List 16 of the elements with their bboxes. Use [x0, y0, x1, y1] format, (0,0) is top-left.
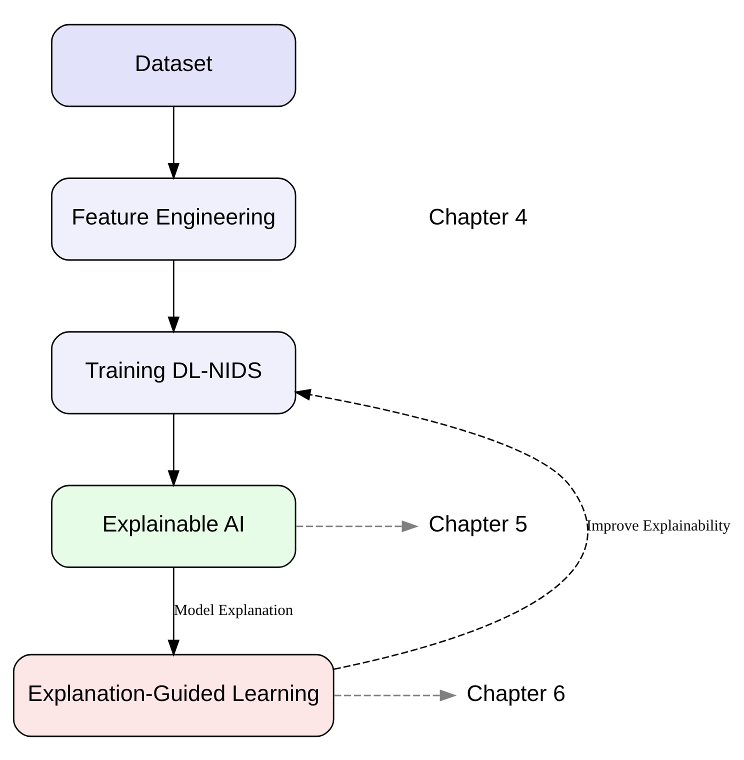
node-box: Dataset — [51, 23, 296, 107]
node-box: Training DL-NIDS — [51, 330, 296, 414]
node-box: Explainable AI — [51, 484, 296, 568]
arrow — [168, 413, 180, 487]
arrow — [296, 520, 419, 532]
node-box: Feature Engineering — [51, 177, 296, 260]
edge-label: Improve Explainability — [586, 516, 731, 534]
arrow — [168, 260, 180, 334]
arrow — [168, 567, 180, 656]
node-box: Explanation-Guided Learning — [12, 653, 334, 737]
arrow — [168, 106, 180, 180]
arrow — [294, 388, 588, 670]
arrow — [334, 689, 457, 701]
label: Chapter 4 — [428, 204, 528, 229]
node-text: Chapter 6 — [466, 680, 566, 706]
node-text: Chapter 5 — [428, 511, 528, 536]
